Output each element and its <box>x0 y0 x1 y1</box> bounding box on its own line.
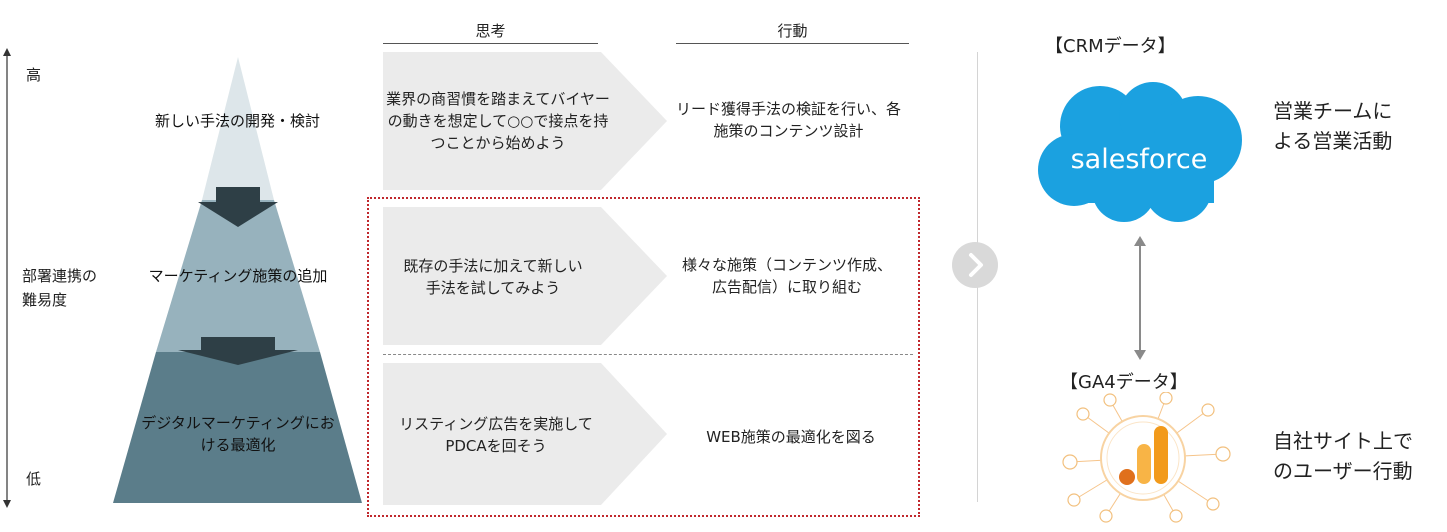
think-box-1: 業界の商習慣を踏まえてバイヤーの動きを想定して○○で接点を持つことから始めよう <box>383 52 668 190</box>
crm-description: 営業チームによる営業活動 <box>1273 99 1393 153</box>
pyramid-label-mid: マーケティング施策の追加 <box>148 267 328 285</box>
highlight-box <box>367 197 920 517</box>
think-text-2: 既存の手法に加えて新しい手法を試してみよう <box>403 257 583 297</box>
think-box-2: 既存の手法に加えて新しい手法を試してみよう <box>383 207 668 345</box>
act-text-3: WEB施策の最適化を図る <box>706 428 876 446</box>
column-header-think: 思考 <box>383 20 598 44</box>
ga4-logo <box>1062 392 1231 523</box>
next-chevron-icon <box>952 242 998 288</box>
row-separator <box>383 354 913 355</box>
pyramid-label-bottom: デジタルマーケティングにおける最適化 <box>141 414 335 454</box>
ga4-data-label: 【GA4データ】 <box>1060 372 1188 393</box>
act-text-2: 様々な施策（コンテンツ作成、広告配信）に取り組む <box>682 256 893 296</box>
think-box-3: リスティング広告を実施してPDCAを回そう <box>383 363 668 505</box>
think-text-1: 業界の商習慣を踏まえてバイヤーの動きを想定して○○で接点を持つことから始めよう <box>386 90 610 152</box>
column-header-act: 行動 <box>676 20 909 44</box>
act-text-1: リード獲得手法の検証を行い、各施策のコンテンツ設計 <box>676 100 902 140</box>
think-text-3: リスティング広告を実施してPDCAを回そう <box>399 415 593 455</box>
pyramid-tier-top <box>202 57 274 200</box>
pyramid-tier-bottom <box>113 352 362 503</box>
axis-low-label: 低 <box>26 470 42 488</box>
axis-difficulty-label: 部署連携の 難易度 <box>22 264 97 312</box>
axis-difficulty-line1: 部署連携の <box>22 267 98 285</box>
ga4-description: 自社サイト上でのユーザー行動 <box>1273 429 1413 483</box>
axis-high-label: 高 <box>26 66 42 84</box>
pyramid-arrow-down-icon <box>198 187 278 227</box>
pyramid <box>113 57 362 503</box>
salesforce-logo-text: salesforce <box>1071 144 1208 175</box>
difficulty-axis <box>3 48 11 508</box>
pyramid-label-top: 新しい手法の開発・検討 <box>154 112 320 130</box>
pyramid-tier-mid <box>156 200 320 352</box>
salesforce-logo: salesforce <box>1038 82 1242 222</box>
double-arrow-icon <box>1134 236 1146 360</box>
crm-data-label: 【CRMデータ】 <box>1045 36 1176 57</box>
axis-difficulty-line2: 難易度 <box>22 291 68 309</box>
pyramid-arrow-down-icon <box>178 337 298 365</box>
